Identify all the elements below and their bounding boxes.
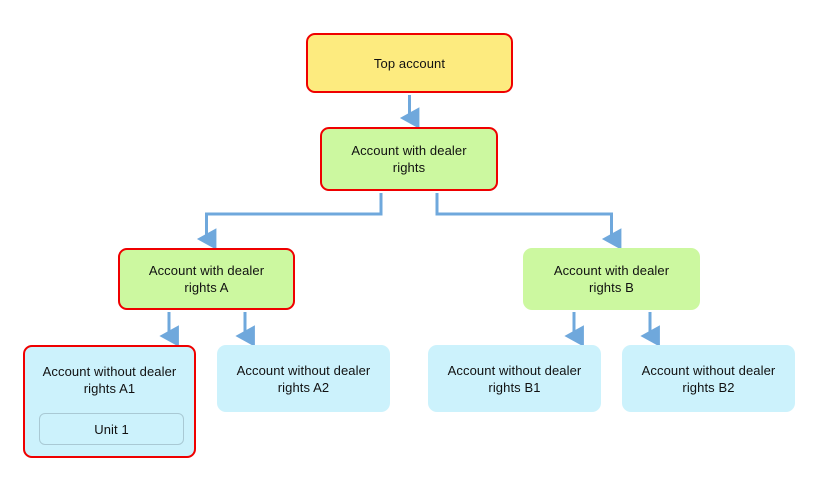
node-account-with-dealer-rights-a[interactable]: Account with dealer rights A — [118, 248, 295, 310]
node-account-without-dealer-rights-a1-label: Account without dealer rights A1 — [42, 364, 177, 396]
node-account-without-dealer-rights-b1-label: Account without dealer rights B1 — [447, 362, 582, 395]
node-top-account[interactable]: Top account — [306, 33, 513, 93]
node-account-without-dealer-rights-a2-label: Account without dealer rights A2 — [236, 362, 371, 395]
node-unit-1-label: Unit 1 — [94, 421, 129, 437]
node-account-with-dealer-rights[interactable]: Account with dealer rights — [320, 127, 498, 191]
node-unit-1[interactable]: Unit 1 — [39, 413, 184, 445]
node-top-account-label: Top account — [373, 55, 446, 71]
node-account-without-dealer-rights-a1[interactable]: Account without dealer rights A1 Unit 1 — [23, 345, 196, 458]
connector-dealer-root-to-dealer-b — [435, 193, 622, 250]
node-account-with-dealer-rights-b[interactable]: Account with dealer rights B — [523, 248, 700, 310]
node-account-without-dealer-rights-a2[interactable]: Account without dealer rights A2 — [217, 345, 390, 412]
node-account-with-dealer-rights-b-label: Account with dealer rights B — [553, 263, 670, 295]
node-account-without-dealer-rights-b1[interactable]: Account without dealer rights B1 — [428, 345, 601, 412]
node-account-without-dealer-rights-b2-label: Account without dealer rights B2 — [641, 362, 776, 395]
node-account-without-dealer-rights-b2[interactable]: Account without dealer rights B2 — [622, 345, 795, 412]
node-account-with-dealer-rights-a-label: Account with dealer rights A — [148, 263, 265, 295]
connector-dealer-root-to-dealer-a — [196, 193, 383, 250]
node-account-with-dealer-rights-label: Account with dealer rights — [351, 143, 467, 175]
